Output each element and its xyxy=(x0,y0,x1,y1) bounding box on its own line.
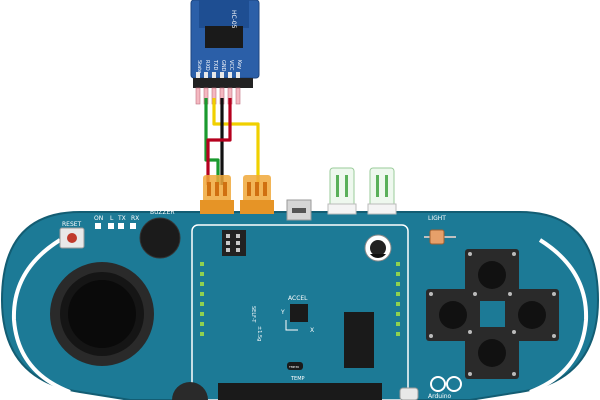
board-bottom: Arduino xyxy=(172,376,462,400)
accel-label: ACCEL xyxy=(288,295,308,302)
accel-axis-x: X xyxy=(310,327,314,334)
pin-label-state: State xyxy=(196,60,202,73)
wire-yellow-txd xyxy=(212,98,260,185)
button-right[interactable] xyxy=(505,289,559,341)
module-header xyxy=(193,72,253,105)
accel-axes xyxy=(285,320,298,331)
light-label: LIGHT xyxy=(428,215,446,222)
buzzer-label: BUZZER xyxy=(150,209,175,216)
led-label-rx: RX xyxy=(131,215,139,222)
pin-label-gnd: GND xyxy=(220,60,226,72)
usb-port xyxy=(286,199,312,221)
wires xyxy=(204,98,260,185)
accel-axis-y: Y xyxy=(280,309,285,316)
joystick[interactable] xyxy=(50,262,154,366)
tinkerkit-connectors xyxy=(200,167,397,221)
temp-label: TEMP xyxy=(290,376,305,382)
led-label-l: L xyxy=(110,215,114,222)
light-sensor: LIGHT xyxy=(424,215,456,245)
pin-label-key: Key xyxy=(236,60,242,69)
slider-switch[interactable] xyxy=(399,387,419,400)
pin-label-vcc: VCC xyxy=(228,60,234,71)
arduino-logo: Arduino xyxy=(428,376,462,400)
temp-sensor xyxy=(287,362,303,370)
microcontroller-chip xyxy=(344,312,374,368)
center-module-outline xyxy=(191,224,409,400)
wire-green-rxd xyxy=(204,98,220,185)
speaker-grille xyxy=(172,382,208,400)
board-arc-right xyxy=(529,238,589,394)
status-leds: ON L TX RX xyxy=(94,215,139,229)
led-rx xyxy=(130,223,136,229)
module-chip-label: HC-05 xyxy=(230,10,237,29)
pin-label-rxd: RXD xyxy=(204,60,210,71)
led-on xyxy=(95,223,101,229)
led-tx xyxy=(118,223,124,229)
temp-chip-label: TMP36 xyxy=(288,365,299,369)
left-header-pins xyxy=(200,262,204,336)
reset-label: RESET xyxy=(62,221,82,228)
led-label-on: ON xyxy=(94,215,103,222)
self-t-label: SELF-T xyxy=(250,306,256,323)
accel-scale-label: ±1.5g xyxy=(256,326,262,341)
action-buttons xyxy=(426,249,559,379)
button-down[interactable] xyxy=(465,327,519,379)
lcd-connector xyxy=(218,383,382,400)
connector-orange-left xyxy=(200,175,234,214)
icsp-header xyxy=(222,230,246,256)
wire-red-vcc xyxy=(206,98,232,185)
pin-label-txd: TXD xyxy=(212,59,218,70)
led-l xyxy=(108,223,114,229)
arduino-brand-label: Arduino xyxy=(428,393,452,400)
connector-orange-right xyxy=(240,175,274,214)
connector-white-left xyxy=(327,167,357,215)
right-header-pins xyxy=(396,262,400,336)
reset-button[interactable] xyxy=(59,227,85,249)
bluetooth-module: HC-05 State RXD TXD GND VCC Key xyxy=(190,0,260,105)
board-left-controls: RESET ON L TX RX BUZZER xyxy=(59,209,181,259)
board-arc-left xyxy=(11,238,71,394)
module-pin-labels: State RXD TXD GND VCC Key xyxy=(196,59,242,73)
connector-white-right xyxy=(367,167,397,215)
led-label-tx: TX xyxy=(117,215,126,222)
buzzer xyxy=(139,217,181,259)
accelerometer-chip xyxy=(290,304,308,322)
center-module: SELF-T ±1.5g ACCEL X Y TMP36 TEMP xyxy=(200,230,400,400)
